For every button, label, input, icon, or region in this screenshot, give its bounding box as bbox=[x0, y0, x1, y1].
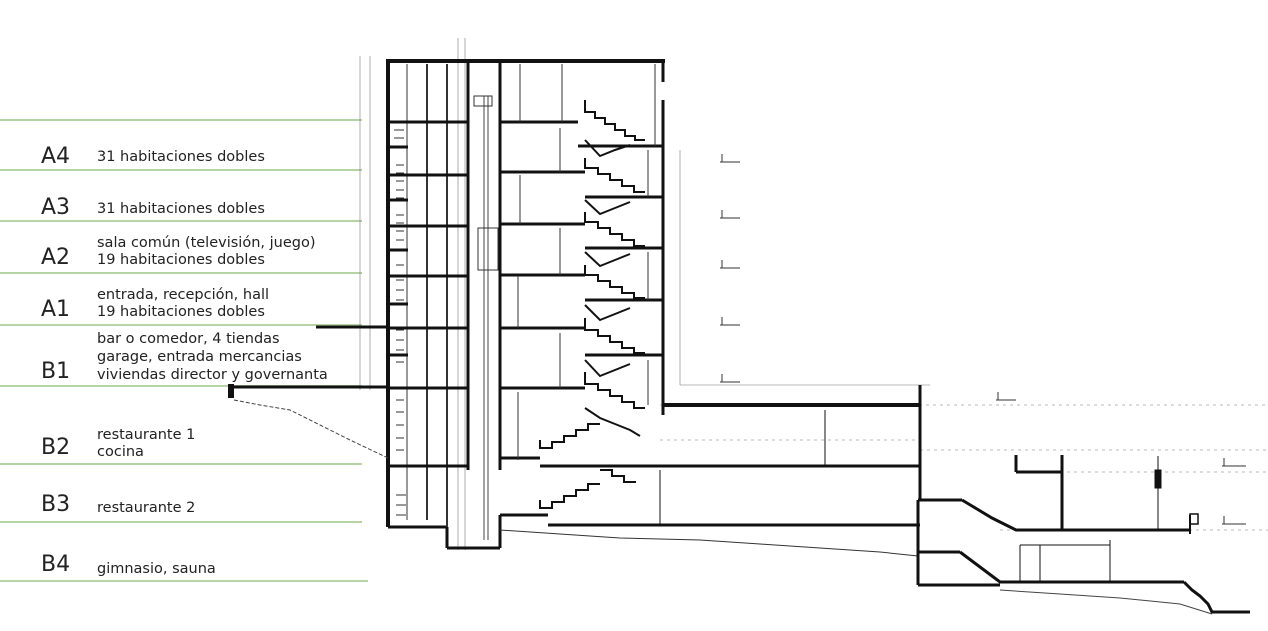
level-code-a4: A4 bbox=[41, 144, 70, 169]
level-dividers bbox=[0, 119, 368, 582]
elevator-shaft bbox=[466, 60, 502, 540]
level-labels: A4 31 habitaciones dobles A3 31 habitaci… bbox=[41, 144, 328, 577]
level-code-a1: A1 bbox=[41, 297, 70, 322]
tower-walls bbox=[386, 59, 665, 550]
level-desc-b2-line2: cocina bbox=[97, 444, 144, 460]
level-desc-b1-line1: bar o comedor, 4 tiendas bbox=[97, 331, 280, 347]
service-column bbox=[394, 64, 448, 527]
stairs bbox=[539, 100, 645, 509]
level-desc-a3-line1: 31 habitaciones dobles bbox=[97, 201, 265, 217]
floor-slabs bbox=[388, 120, 920, 527]
level-desc-a2-line2: 19 habitaciones dobles bbox=[97, 252, 265, 268]
level-code-b1: B1 bbox=[41, 359, 70, 384]
level-code-b4: B4 bbox=[41, 552, 70, 577]
level-code-a2: A2 bbox=[41, 245, 70, 270]
level-desc-b2-line1: restaurante 1 bbox=[97, 427, 195, 443]
level-code-b2: B2 bbox=[41, 435, 70, 460]
partitions bbox=[517, 64, 656, 460]
level-desc-b4-line1: gimnasio, sauna bbox=[97, 561, 216, 577]
level-code-a3: A3 bbox=[41, 195, 70, 220]
level-desc-b1-line3: viviendas director y governanta bbox=[97, 367, 328, 383]
level-desc-a4-line1: 31 habitaciones dobles bbox=[97, 149, 265, 165]
right-block bbox=[916, 455, 1250, 615]
level-desc-a2-line1: sala común (televisión, juego) bbox=[97, 235, 315, 251]
level-desc-a1-line2: 19 habitaciones dobles bbox=[97, 304, 265, 320]
level-desc-a1-line1: entrada, recepción, hall bbox=[97, 287, 269, 303]
construction-lines bbox=[359, 38, 1268, 550]
level-code-b3: B3 bbox=[41, 492, 70, 517]
middle-block bbox=[659, 385, 922, 525]
level-desc-b3-line1: restaurante 2 bbox=[97, 500, 195, 516]
elevation-markers bbox=[720, 154, 1246, 525]
entrance-level bbox=[228, 325, 919, 557]
level-desc-b1-line2: garage, entrada mercancias bbox=[97, 349, 302, 365]
section-drawing bbox=[228, 38, 1268, 615]
